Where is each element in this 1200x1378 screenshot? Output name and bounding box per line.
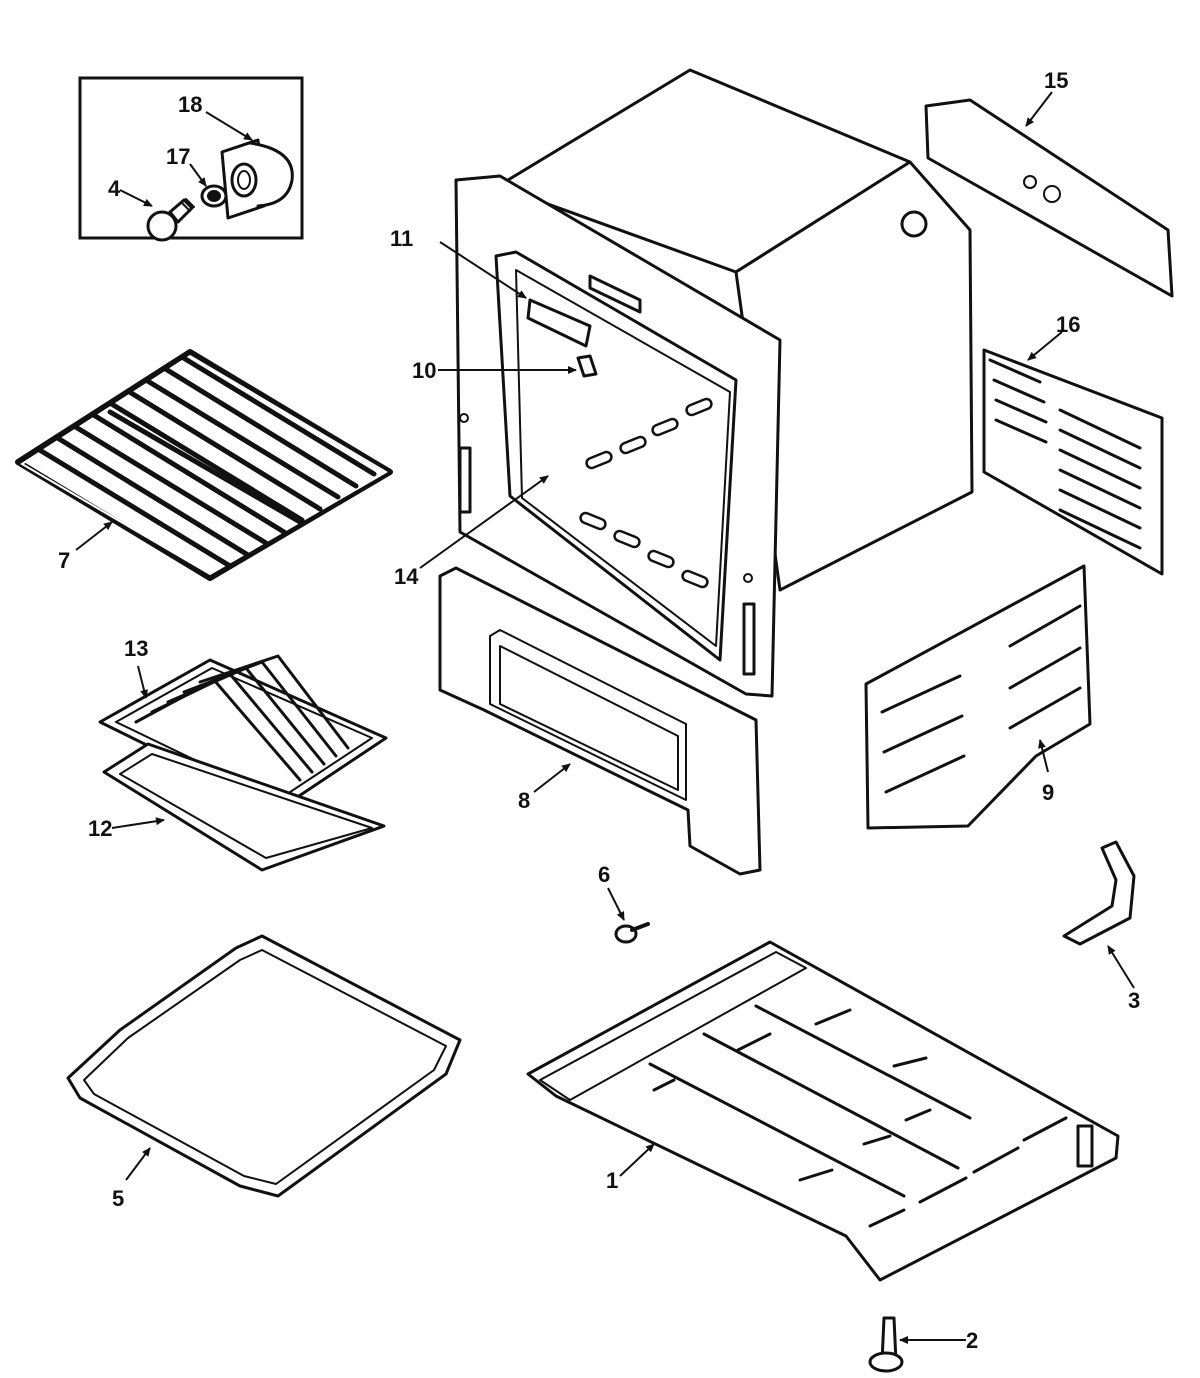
leader-lines: [75, 91, 1135, 1344]
light-socket-inset: [78, 76, 304, 242]
callout-5: 5: [112, 1186, 124, 1211]
callout-15: 15: [1044, 68, 1068, 93]
screw-icon: [614, 922, 650, 944]
light-bulb-icon: [146, 198, 195, 242]
callout-7: 7: [58, 548, 70, 573]
callout-13: 13: [124, 636, 148, 661]
callout-14: 14: [394, 564, 419, 589]
back-panel: [924, 98, 1174, 298]
callout-2: 2: [966, 1328, 978, 1353]
callout-6: 6: [598, 862, 610, 887]
oven-rack: [15, 349, 393, 581]
callout-16: 16: [1056, 312, 1080, 337]
side-heat-shield-9: [864, 564, 1092, 830]
callout-8: 8: [518, 788, 530, 813]
callout-4: 4: [108, 176, 121, 201]
callout-3: 3: [1128, 988, 1140, 1013]
side-heat-shield-16: [982, 348, 1164, 576]
oven-cavity: [454, 68, 974, 698]
callout-11: 11: [390, 226, 413, 251]
socket-housing-icon: [220, 138, 294, 220]
callout-12: 12: [88, 816, 112, 841]
callout-labels: 18 17 4 7 13 12 5 11 10 14 15 16 8 9 6 3…: [58, 68, 1140, 1353]
broiler-pan: [102, 742, 386, 872]
callout-10: 10: [412, 358, 436, 383]
front-bottom-panel: [438, 566, 762, 876]
callout-18: 18: [178, 92, 202, 117]
callout-1: 1: [606, 1168, 618, 1193]
socket-icon: [200, 184, 228, 208]
base-pan: [526, 940, 1120, 1282]
storage-drawer: [66, 934, 462, 1198]
callout-9: 9: [1042, 780, 1054, 805]
bracket-icon: [1062, 840, 1136, 946]
callout-17: 17: [166, 144, 190, 169]
leveling-leg-icon: [868, 1316, 904, 1373]
